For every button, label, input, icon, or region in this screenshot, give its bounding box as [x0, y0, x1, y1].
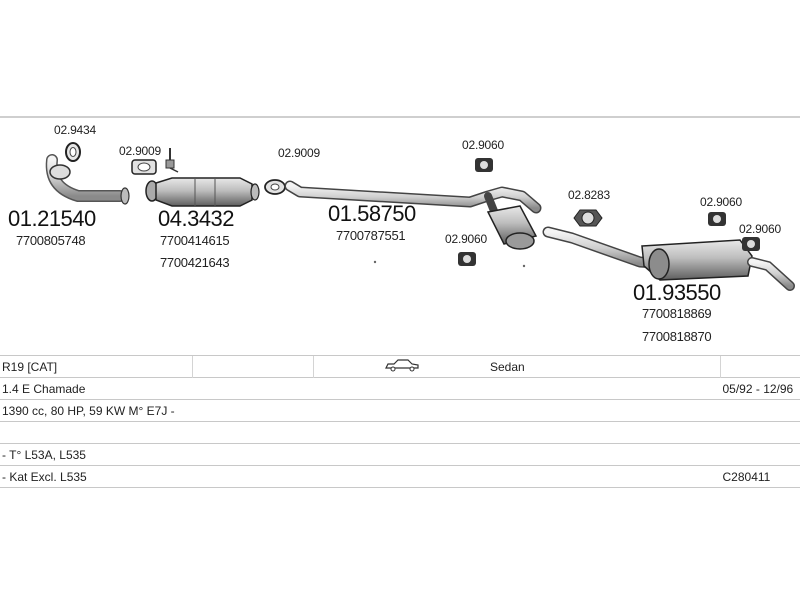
part-code-02-9060-a[interactable]: 02.9060 [462, 138, 504, 152]
oxygen-sensor-drawing [165, 148, 179, 173]
part-code-02-9434[interactable]: 02.9434 [54, 123, 96, 137]
gasket-02-9009-b-drawing[interactable] [264, 179, 286, 195]
middle-silencer-oe-number: 7700787551 [336, 228, 406, 243]
part-code-02-9060-b[interactable]: 02.9060 [445, 232, 487, 246]
catalyst-number[interactable]: 04.3432 [158, 206, 235, 231]
hanger-02-9060-a-drawing[interactable] [475, 158, 493, 172]
part-code-02-9060-c[interactable]: 02.9060 [700, 195, 742, 209]
note-1-cell: - T° L53A, L535 [0, 443, 800, 466]
engine-cell: 1.4 E Chamade [0, 377, 721, 400]
info-row-note-2: - Kat Excl. L535 C280411 [0, 465, 800, 488]
sedan-car-icon [385, 359, 419, 372]
middle-silencer-drawing[interactable] [284, 180, 542, 250]
catalog-ref-cell: C280411 [720, 465, 800, 488]
vehicle-info-table: R19 [CAT] Sedan 1.4 E Chamade 05/92 - 12… [0, 355, 800, 488]
info-row-empty [0, 421, 800, 444]
model-cell: R19 [CAT] [0, 355, 193, 378]
clamp-02-8283-drawing[interactable] [573, 209, 603, 227]
catalytic-converter-drawing[interactable] [145, 177, 260, 207]
front-pipe-number[interactable]: 01.21540 [8, 206, 96, 231]
gasket-02-9009-a-drawing[interactable] [131, 159, 157, 175]
specs-cell: 1390 cc, 80 HP, 59 KW M° E7J - [0, 399, 800, 422]
years-cell: 05/92 - 12/96 [720, 377, 800, 400]
hanger-02-9060-c-drawing[interactable] [708, 212, 726, 226]
catalyst-oe-number-1: 7700414615 [160, 233, 230, 248]
front-pipe-oe-number: 7700805748 [16, 233, 86, 248]
hanger-02-9060-d-drawing[interactable] [742, 237, 760, 251]
front-pipe-drawing[interactable] [45, 154, 130, 205]
info-row-specs: 1390 cc, 80 HP, 59 KW M° E7J - [0, 399, 800, 422]
rear-silencer-number[interactable]: 01.93550 [633, 280, 721, 305]
middle-silencer-number[interactable]: 01.58750 [328, 201, 416, 226]
rear-silencer-oe-number-1: 7700818869 [642, 306, 712, 321]
info-row-model: R19 [CAT] Sedan [0, 355, 800, 378]
part-code-02-9009-b[interactable]: 02.9009 [278, 146, 320, 160]
part-code-02-9009-a[interactable]: 02.9009 [119, 144, 161, 158]
gasket-02-9434-drawing[interactable] [65, 142, 81, 162]
rear-silencer-drawing[interactable] [542, 226, 795, 291]
part-code-02-8283[interactable]: 02.8283 [568, 188, 610, 202]
rear-silencer-oe-number-2: 7700818870 [642, 329, 712, 344]
hanger-02-9060-b-drawing[interactable] [458, 252, 476, 266]
body-icon-cell [313, 355, 488, 378]
body-type-cell: Sedan [488, 355, 721, 378]
info-row-note-1: - T° L53A, L535 [0, 443, 800, 466]
part-code-02-9060-d[interactable]: 02.9060 [739, 222, 781, 236]
note-2-cell: - Kat Excl. L535 [0, 465, 721, 488]
info-row-engine: 1.4 E Chamade 05/92 - 12/96 [0, 377, 800, 400]
catalyst-oe-number-2: 7700421643 [160, 255, 230, 270]
